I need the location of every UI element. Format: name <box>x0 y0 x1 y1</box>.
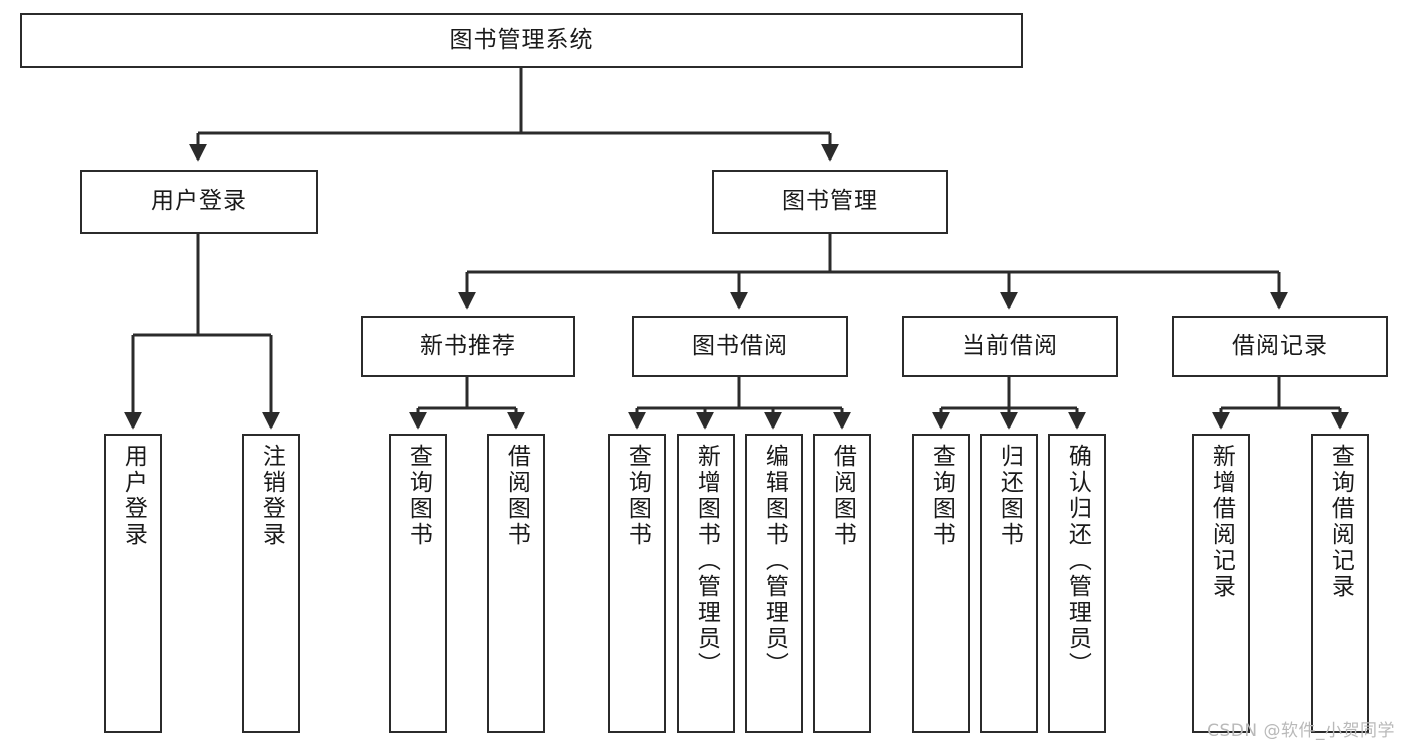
leaf-current-borrow-confirm-return-admin[interactable]: 确认归还（管理员） <box>1048 434 1106 733</box>
node-label: 新增图书（管理员） <box>693 444 720 678</box>
node-current-borrow[interactable]: 当前借阅 <box>902 316 1118 377</box>
leaf-book-borrow-add-book-admin[interactable]: 新增图书（管理员） <box>677 434 735 733</box>
node-label: 图书借阅 <box>692 332 788 359</box>
node-book-management[interactable]: 图书管理 <box>712 170 948 234</box>
node-book-borrow[interactable]: 图书借阅 <box>632 316 848 377</box>
node-new-book-recommend[interactable]: 新书推荐 <box>361 316 575 377</box>
node-label: 注销登录 <box>258 444 285 548</box>
leaf-user-login-logout[interactable]: 注销登录 <box>242 434 300 733</box>
node-label: 归还图书 <box>996 444 1023 548</box>
leaf-new-book-borrow-book[interactable]: 借阅图书 <box>487 434 545 733</box>
node-label: 编辑图书（管理员） <box>761 444 788 678</box>
node-label: 新增借阅记录 <box>1208 444 1235 600</box>
node-label: 图书管理系统 <box>449 26 594 53</box>
leaf-book-borrow-query-book[interactable]: 查询图书 <box>608 434 666 733</box>
node-label: 确认归还（管理员） <box>1064 444 1091 678</box>
leaf-current-borrow-query-book[interactable]: 查询图书 <box>912 434 970 733</box>
node-label: 借阅记录 <box>1232 332 1328 359</box>
node-label: 图书管理 <box>782 188 878 215</box>
leaf-borrow-record-add-record[interactable]: 新增借阅记录 <box>1192 434 1250 733</box>
node-label: 查询借阅记录 <box>1327 444 1354 600</box>
leaf-borrow-record-query-record[interactable]: 查询借阅记录 <box>1311 434 1369 733</box>
node-label: 用户登录 <box>151 188 247 215</box>
node-user-login[interactable]: 用户登录 <box>80 170 318 234</box>
leaf-user-login-login[interactable]: 用户登录 <box>104 434 162 733</box>
node-label: 当前借阅 <box>962 332 1058 359</box>
leaf-new-book-query-book[interactable]: 查询图书 <box>389 434 447 733</box>
node-borrow-record[interactable]: 借阅记录 <box>1172 316 1388 377</box>
node-label: 借阅图书 <box>503 444 530 548</box>
csdn-watermark: CSDN @软件_小贺同学 <box>1207 721 1395 741</box>
node-label: 新书推荐 <box>420 332 516 359</box>
leaf-current-borrow-return-book[interactable]: 归还图书 <box>980 434 1038 733</box>
node-label: 查询图书 <box>624 444 651 548</box>
node-root-book-management-system[interactable]: 图书管理系统 <box>20 13 1023 68</box>
node-label: 借阅图书 <box>829 444 856 548</box>
leaf-book-borrow-borrow-book[interactable]: 借阅图书 <box>813 434 871 733</box>
node-label: 用户登录 <box>120 444 147 548</box>
leaf-book-borrow-edit-book-admin[interactable]: 编辑图书（管理员） <box>745 434 803 733</box>
node-label: 查询图书 <box>405 444 432 548</box>
node-label: 查询图书 <box>928 444 955 548</box>
